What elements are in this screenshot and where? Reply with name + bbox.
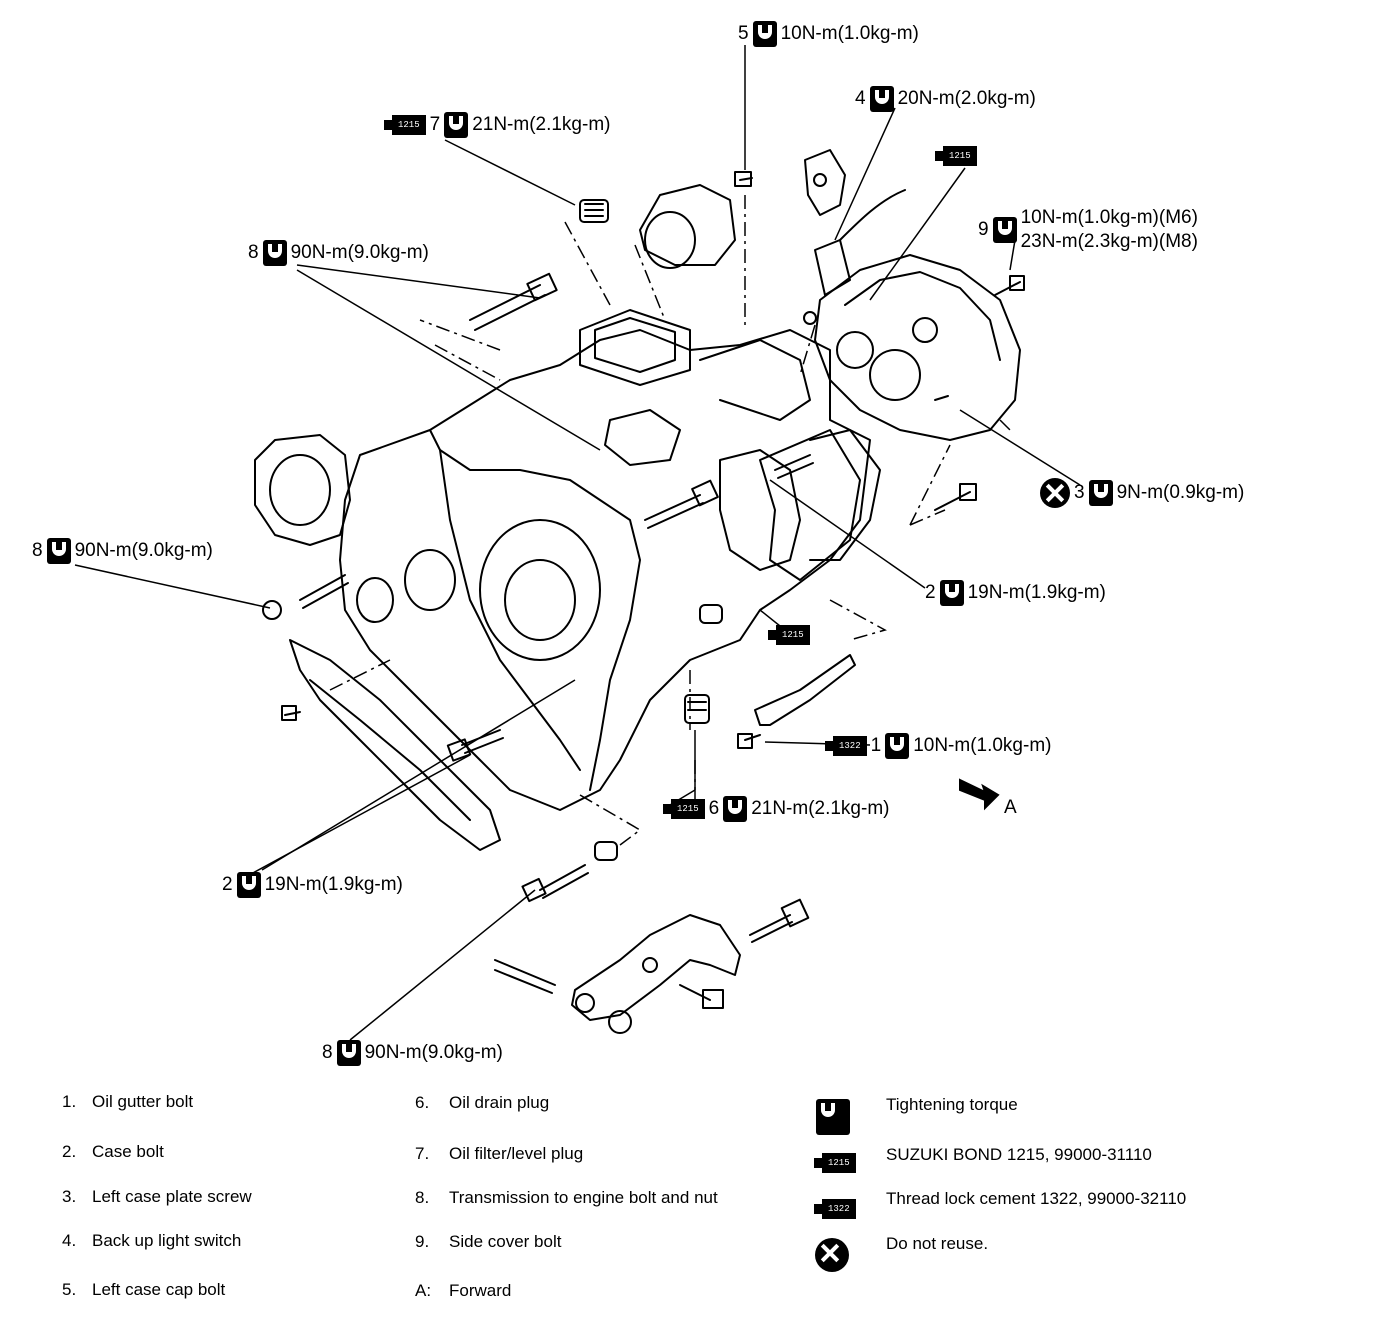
legend-item: 3.Left case plate screw <box>62 1187 252 1206</box>
torque-value-m6: 10N-m(1.0kg-m)(M6) <box>1020 207 1198 228</box>
callout-number: 8 <box>32 540 43 561</box>
legend-item: 9.Side cover bolt <box>415 1232 562 1251</box>
legend-item: 6.Oil drain plug <box>415 1093 550 1112</box>
torque-value: 90N-m(9.0kg-m) <box>74 540 213 561</box>
torque-icon <box>992 217 1017 243</box>
side-cover <box>814 254 1021 441</box>
callout-number: 6 <box>708 798 720 819</box>
switch-bracket <box>804 149 846 216</box>
back-up-light-switch <box>814 239 851 296</box>
torque-value: 21N-m(2.1kg-m) <box>751 798 890 819</box>
torque-value: 9N-m(0.9kg-m) <box>1116 482 1245 503</box>
callout-1: 1322 1 10N-m(1.0kg-m) <box>825 733 1052 759</box>
torque-icon <box>262 240 287 266</box>
torque-value: 20N-m(2.0kg-m) <box>897 88 1036 109</box>
callout-number: 1 <box>870 735 882 756</box>
callout-5: 5 10N-m(1.0kg-m) <box>738 21 919 47</box>
oil-filter-plug <box>579 199 609 223</box>
cap-plate <box>639 184 736 266</box>
torque-icon <box>336 1040 361 1066</box>
transmission-case <box>339 329 871 811</box>
torque-value: 10N-m(1.0kg-m) <box>780 23 919 44</box>
torque-value: 10N-m(1.0kg-m) <box>913 735 1052 756</box>
legend-item: 1.Oil gutter bolt <box>62 1092 194 1111</box>
forward-arrow <box>959 778 1000 811</box>
oil-gutter-right <box>754 654 856 726</box>
torque-icon <box>869 86 894 112</box>
callout-2-right: 2 19N-m(1.9kg-m) <box>925 580 1106 606</box>
do-not-reuse-icon <box>815 1238 849 1272</box>
callout-7: 1215 7 21N-m(2.1kg-m) <box>384 112 611 138</box>
torque-value-m8: 23N-m(2.3kg-m)(M8) <box>1020 231 1198 252</box>
torque-icon <box>723 796 748 822</box>
torque-icon <box>752 21 777 47</box>
torque-value: 19N-m(1.9kg-m) <box>264 874 403 895</box>
torque-icon <box>444 112 469 138</box>
torque-icon <box>939 580 964 606</box>
bond-tube-icon: 1215 <box>814 1153 856 1173</box>
bond-tube-icon: 1215 <box>384 115 426 135</box>
legend-symbol: SUZUKI BOND 1215, 99000-31110 <box>886 1145 1152 1164</box>
mount-bracket <box>571 914 741 1021</box>
torque-icon <box>885 733 910 759</box>
callout-number: 2 <box>222 874 233 895</box>
callout-number: 8 <box>322 1042 333 1063</box>
torque-value: 19N-m(1.9kg-m) <box>967 582 1106 603</box>
callout-number: 7 <box>429 114 441 135</box>
callout-number: 3 <box>1074 482 1085 503</box>
legend-item: 2.Case bolt <box>62 1142 164 1161</box>
callout-number: 2 <box>925 582 936 603</box>
torque-value: 21N-m(2.1kg-m) <box>472 114 611 135</box>
callout-4: 4 20N-m(2.0kg-m) <box>855 86 1036 112</box>
legend-symbol: Do not reuse. <box>886 1234 989 1253</box>
callout-8-bottom: 8 90N-m(9.0kg-m) <box>322 1040 503 1066</box>
legend-symbol: Thread lock cement 1322, 99000-32110 <box>886 1189 1187 1208</box>
oil-gutter <box>289 639 501 851</box>
arrow-label: A <box>1004 797 1017 818</box>
bond-tube-icon: 1215 <box>663 799 705 819</box>
callout-bond-right: 1215 <box>768 625 810 645</box>
callout-6: 1215 6 21N-m(2.1kg-m) <box>663 796 890 822</box>
bond-tube-icon: 1215 <box>935 146 977 166</box>
legend-item: 7.Oil filter/level plug <box>415 1144 584 1163</box>
torque-icon <box>236 872 261 898</box>
callout-2-left: 2 19N-m(1.9kg-m) <box>222 872 403 898</box>
bolt-group <box>262 171 1025 1034</box>
callout-number: 9 <box>978 219 989 240</box>
torque-value: 90N-m(9.0kg-m) <box>364 1042 503 1063</box>
bond-tube-icon: 1215 <box>768 625 810 645</box>
callout-8-left: 8 90N-m(9.0kg-m) <box>32 538 213 564</box>
callout-bond-top: 1215 <box>935 146 977 166</box>
threadlock-tube-icon: 1322 <box>825 736 867 756</box>
forward-arrow-label: A <box>1004 797 1017 819</box>
legend-item: 5.Left case cap bolt <box>62 1280 226 1299</box>
torque-icon <box>816 1099 850 1135</box>
torque-icon <box>1088 480 1113 506</box>
callout-8-top: 8 90N-m(9.0kg-m) <box>248 240 429 266</box>
gasket <box>254 434 351 546</box>
legend-item: 8.Transmission to engine bolt and nut <box>415 1188 718 1207</box>
callout-3: 3 9N-m(0.9kg-m) <box>1040 478 1244 508</box>
threadlock-tube-icon: 1322 <box>814 1199 856 1219</box>
legend-symbol: Tightening torque <box>886 1095 1018 1114</box>
callout-9: 9 10N-m(1.0kg-m)(M6) 23N-m(2.3kg-m)(M8) <box>978 206 1198 254</box>
callout-number: 4 <box>855 88 866 109</box>
callout-number: 5 <box>738 23 749 44</box>
legend-item: A:Forward <box>415 1281 512 1300</box>
torque-value: 90N-m(9.0kg-m) <box>290 242 429 263</box>
legend-item: 4.Back up light switch <box>62 1231 242 1250</box>
callout-number: 8 <box>248 242 259 263</box>
do-not-reuse-icon <box>1040 478 1070 508</box>
torque-icon <box>46 538 71 564</box>
